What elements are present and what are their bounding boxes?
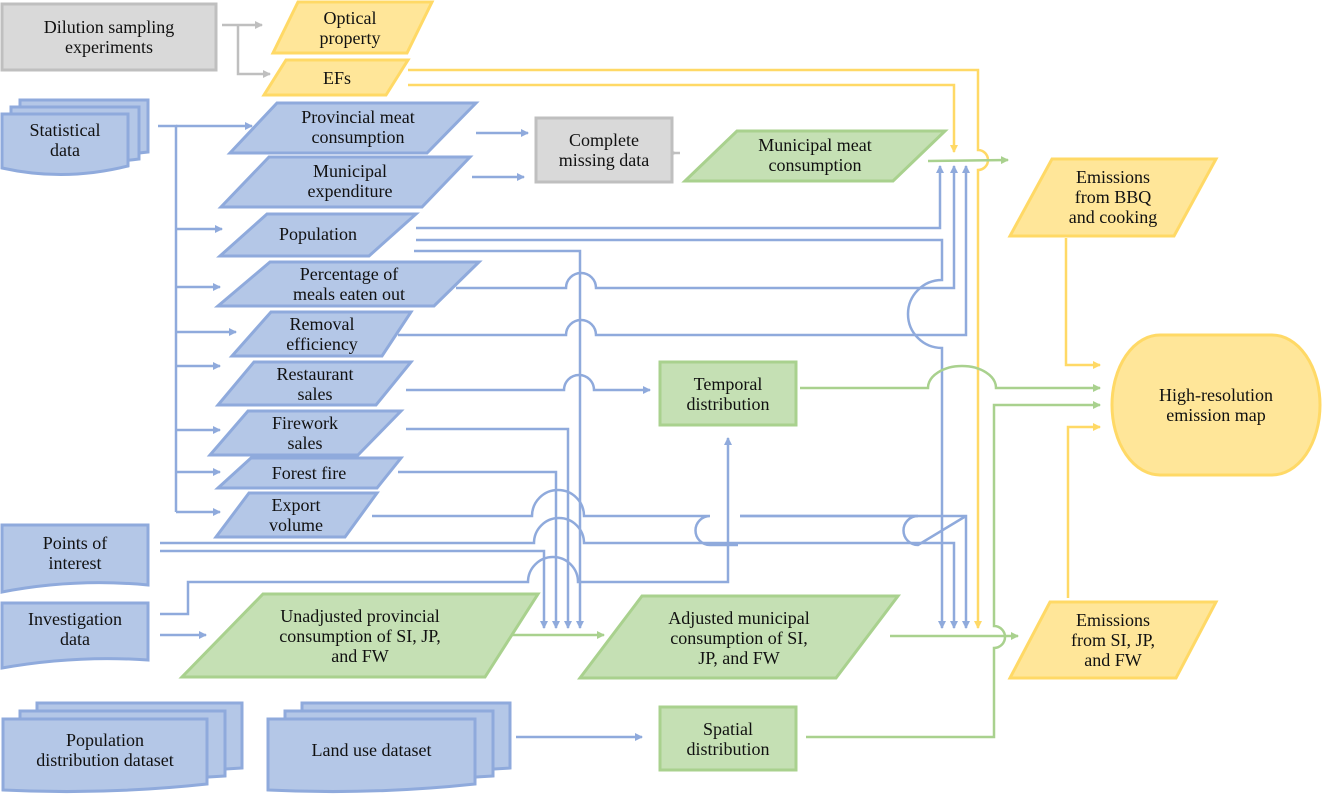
node-firework-shape [206,409,405,457]
connector-temporal-hires [800,364,1101,392]
node-landuse-shape [266,701,512,794]
node-prov-meat-shape [226,101,480,155]
connector-investigation-temporal [160,437,732,616]
node-export-shape [213,491,380,539]
connector-emis-si-hires [1066,423,1101,598]
node-popdist-shape [1,701,244,794]
node-hires-shape [1110,333,1322,477]
node-statistical-shape [0,98,150,176]
node-removal-shape [228,310,414,358]
node-restaurant-shape [214,360,415,407]
node-bbq-shape [1007,157,1219,238]
connector-efs-emis-si [408,68,990,629]
node-pct-meals-shape [213,260,483,308]
connector-population-junction [416,165,944,230]
connector-statistical-bus [158,124,178,512]
connector-poi-bus [160,549,548,629]
node-muni-exp-shape [217,155,474,209]
node-population-shape [216,212,420,258]
node-optical-shape [270,0,435,55]
connector-spatial-hires [806,401,1101,739]
connector-bbq-hires [1064,238,1101,369]
node-efs-shape [261,58,411,97]
node-adjusted-shape [576,594,902,680]
connector-dilution-efs [236,25,271,78]
connector-efs-muni-junction [408,83,958,153]
connector-removal-junction [398,165,970,337]
connector-export-adjusted-2 [740,514,970,629]
node-unadjusted-shape [178,592,541,679]
node-complete-shape [534,116,674,184]
connector-forest-adjusted [398,470,560,629]
node-poi-shape [0,523,150,594]
node-spatial-shape [658,705,798,772]
node-investigation-shape [0,601,150,670]
connector-poi-adjusted [160,516,958,629]
connector-restaurant-temporal [406,373,651,394]
connector-muni-meat-bbq [927,156,1009,165]
node-dilution-shape [0,2,218,72]
node-temporal-shape [658,360,798,427]
connector-export-adjusted [372,488,967,547]
connector-pct-meals-junction [456,165,958,290]
node-muni-meat-shape [681,129,949,183]
connectors [158,21,1101,741]
node-forest-shape [214,456,405,490]
node-emis-si-shape [1007,600,1219,680]
connector-population-adjusted [416,238,946,629]
